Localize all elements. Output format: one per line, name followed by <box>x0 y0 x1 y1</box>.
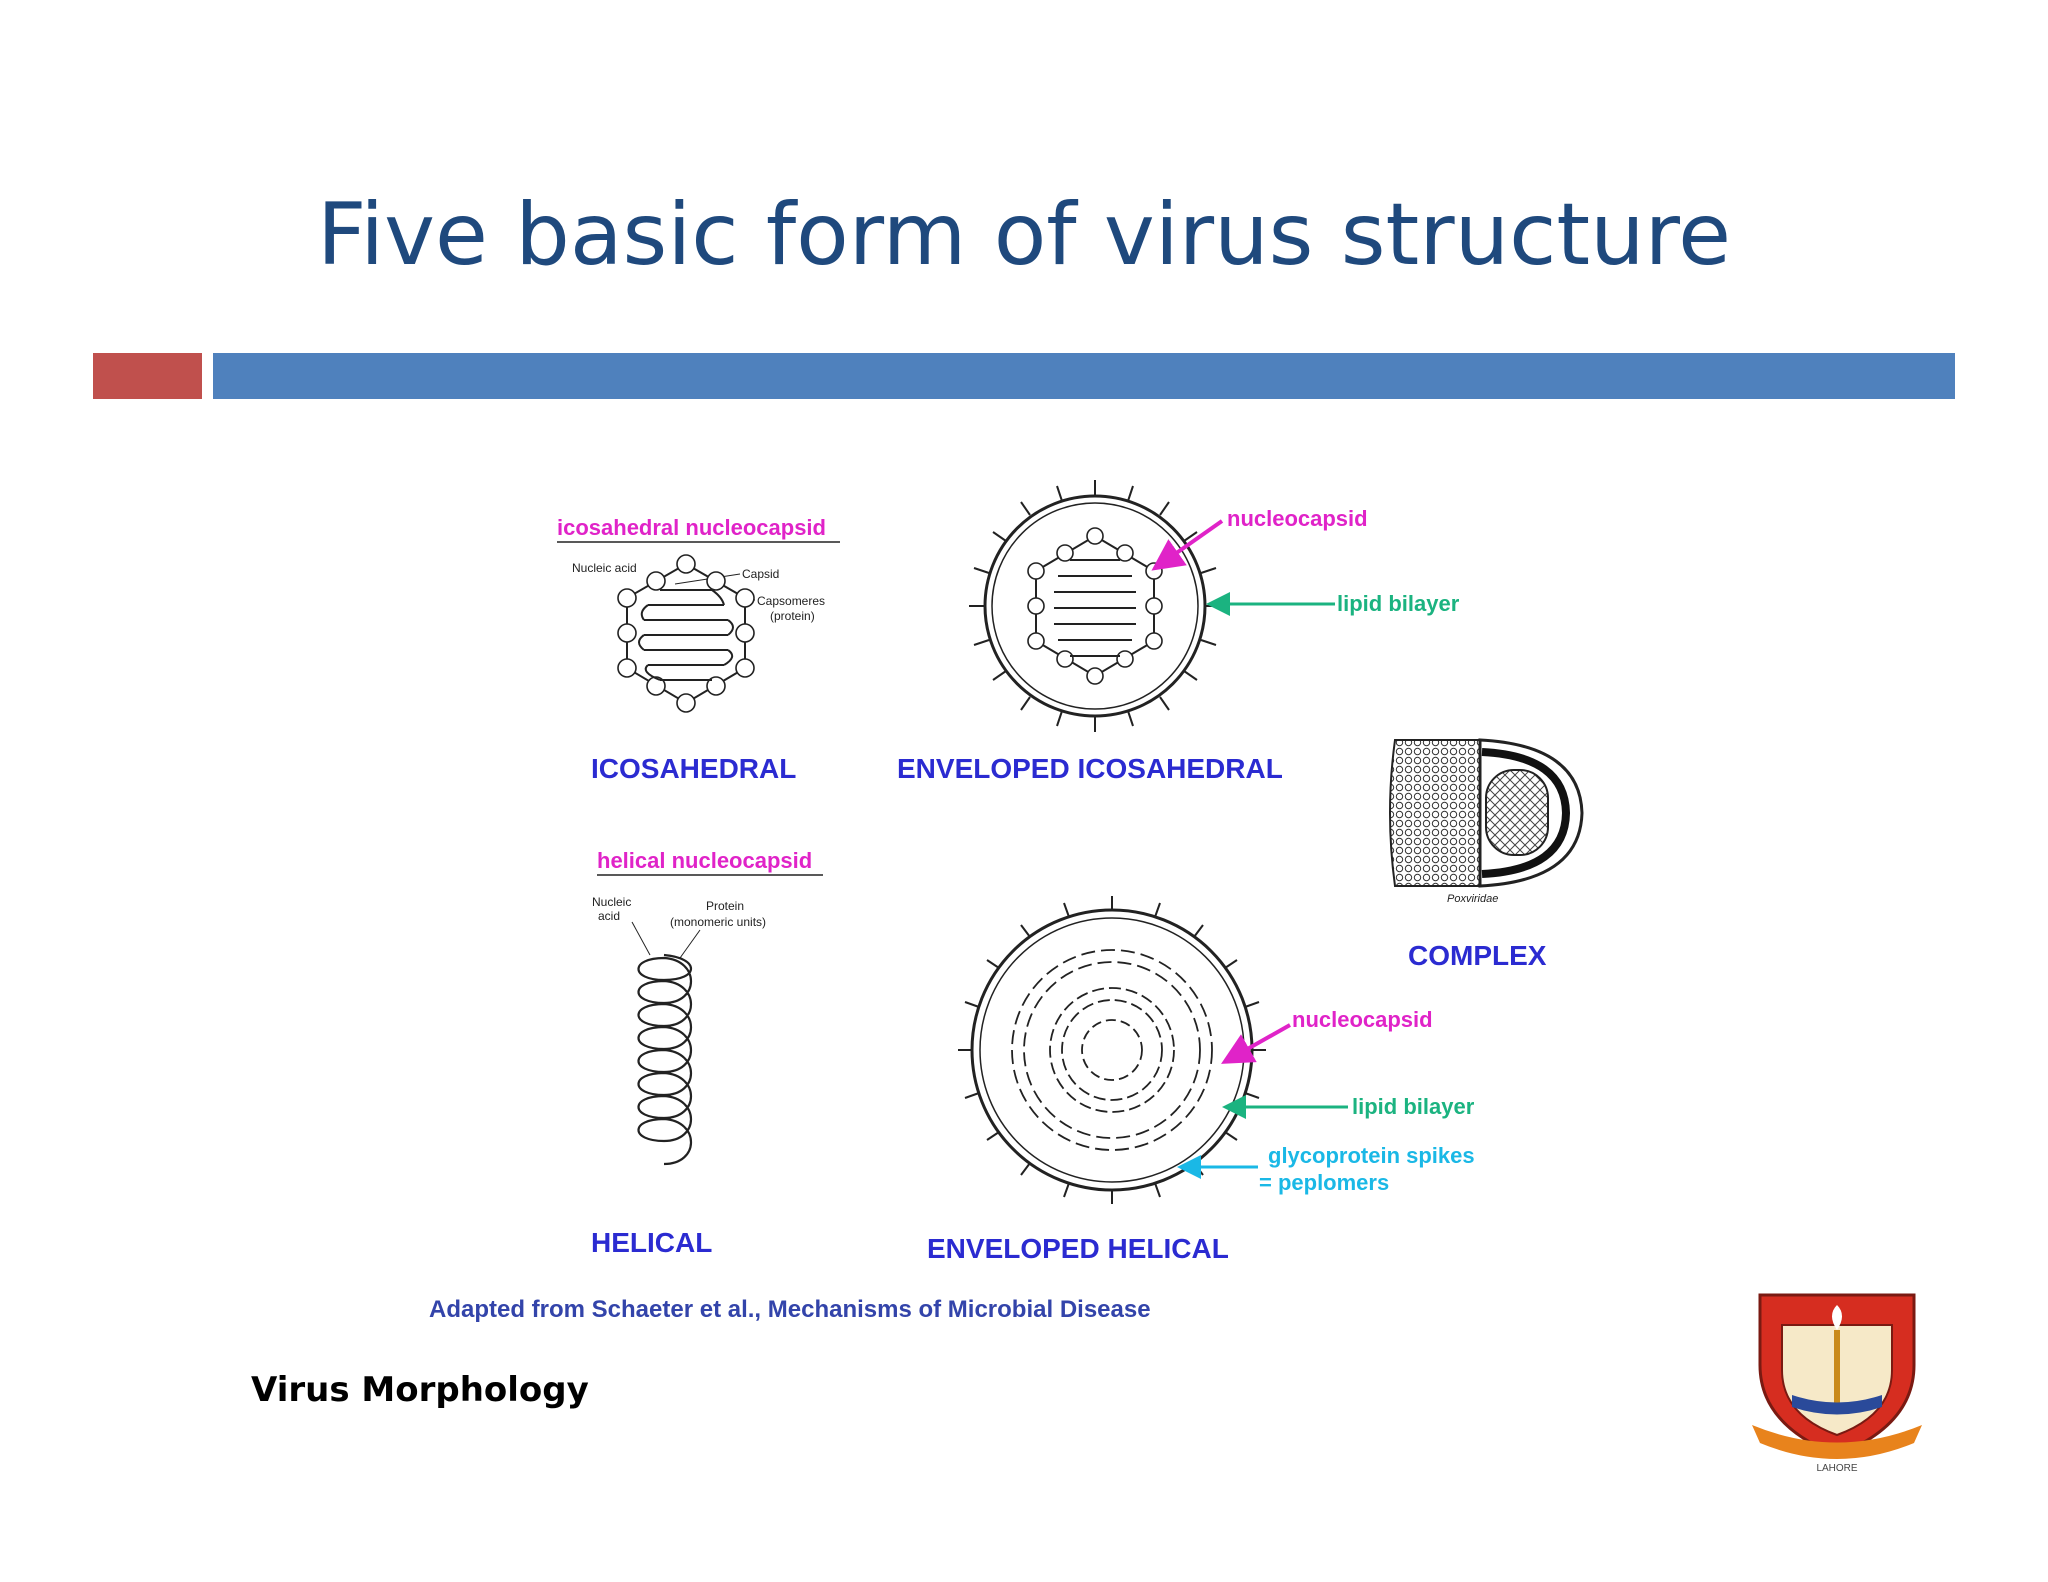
helical-heading: HELICAL <box>591 1227 712 1258</box>
helical-virus: helical nucleocapsid Nucleic acid Protei… <box>591 848 823 1258</box>
enveloped-helical-heading: ENVELOPED HELICAL <box>927 1233 1229 1264</box>
lipid-bilayer-label-top: lipid bilayer <box>1337 591 1460 616</box>
source-credit: Adapted from Schaeter et al., Mechanisms… <box>429 1296 1151 1323</box>
title-bar-accent-blue <box>213 353 1955 399</box>
protein-label: (protein) <box>770 609 815 623</box>
crest-text: LAHORE <box>1816 1463 1857 1474</box>
protein-label-2: (monomeric units) <box>670 915 766 929</box>
slide-title: Five basic form of virus structure <box>316 185 1731 285</box>
footer-label: Virus Morphology <box>251 1370 589 1410</box>
title-bar-accent-red <box>93 353 202 399</box>
helical-nucleocapsid-label: helical nucleocapsid <box>597 848 812 873</box>
icosahedral-heading: ICOSAHEDRAL <box>591 753 796 784</box>
peplomers-label: = peplomers <box>1259 1170 1389 1195</box>
complex-virus: Poxviridae COMPLEX <box>1389 738 1584 971</box>
enveloped-icosahedral-heading: ENVELOPED ICOSAHEDRAL <box>897 753 1283 784</box>
lipid-bilayer-label-bottom: lipid bilayer <box>1352 1094 1475 1119</box>
complex-heading: COMPLEX <box>1408 940 1547 971</box>
nucleic-label-2: acid <box>598 909 620 923</box>
college-crest-logo: LAHORE <box>1752 1293 1922 1474</box>
nucleocapsid-label-bottom: nucleocapsid <box>1292 1007 1433 1032</box>
enveloped-helical-virus: nucleocapsid lipid bilayer glycoprotein … <box>927 896 1475 1264</box>
protein-label-1: Protein <box>706 899 744 913</box>
nucleic-label-1: Nucleic <box>592 895 631 909</box>
icosahedral-nucleocapsid-label: icosahedral nucleocapsid <box>557 515 826 540</box>
nucleocapsid-label-top: nucleocapsid <box>1227 506 1368 531</box>
nucleic-acid-label: Nucleic acid <box>572 561 637 575</box>
poxviridae-label: Poxviridae <box>1447 893 1498 905</box>
enveloped-icosahedral-virus: nucleocapsid lipid bilayer ENVELOPED ICO… <box>897 480 1460 784</box>
capsomeres-label: Capsomeres <box>757 594 825 608</box>
capsid-label: Capsid <box>742 567 779 581</box>
glycoprotein-spikes-label: glycoprotein spikes <box>1268 1143 1475 1168</box>
icosahedral-virus: icosahedral nucleocapsid Nucleic acid Ca… <box>557 515 840 784</box>
